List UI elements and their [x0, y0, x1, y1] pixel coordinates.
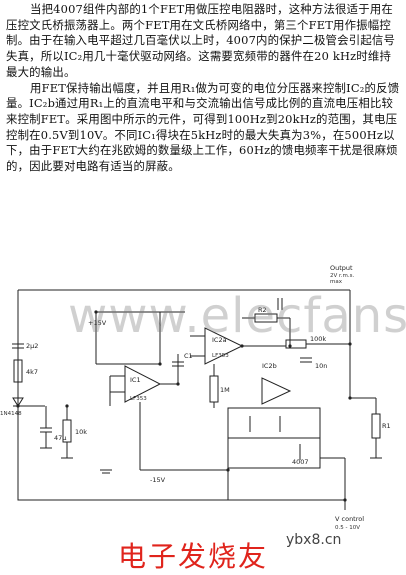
label-output-max: max — [330, 279, 343, 285]
article-text: 当把4007组件内部的1个FET用做压控电阻器时，这种方法很适于用在压控文氏桥振… — [6, 2, 400, 175]
circuit-diagram: Output 2V r.m.s. max 2μ2 4k7 +15V IC2a L… — [0, 258, 406, 533]
label-ic2-part: LF353 — [212, 353, 229, 359]
label-diode: 1N4148 — [0, 411, 22, 417]
label-ic1-part: LF353 — [130, 396, 147, 402]
watermark-site: www.elecfans.com — [68, 288, 406, 344]
label-ic2a: IC2a — [212, 336, 227, 344]
label-r-100k: 100k — [310, 335, 326, 343]
watermark-cn-logo: 电子发烧友 — [118, 540, 269, 573]
paragraph-1: 当把4007组件内部的1个FET用做压控电阻器时，这种方法很适于用在压控文氏桥振… — [6, 2, 396, 79]
circuit-schematic: Output 2V r.m.s. max 2μ2 4k7 +15V IC2a L… — [0, 264, 391, 531]
label-r-4k7: 4k7 — [26, 368, 38, 376]
label-ic2b: IC2b — [262, 362, 277, 370]
label-control-range: 0.5 - 10V — [335, 525, 360, 531]
label-r2: R2 — [258, 306, 267, 314]
label-control: V control — [335, 515, 364, 523]
label-r1: R1 — [382, 422, 391, 430]
label-r-1m: 1M — [220, 386, 230, 394]
label-minus15: -15V — [150, 476, 166, 484]
label-chip-4007: 4007 — [292, 458, 309, 466]
label-c1: C1 — [184, 352, 193, 360]
label-output-level: 2V r.m.s. — [330, 273, 354, 279]
label-output: Output — [330, 264, 353, 272]
label-c-10n: 10n — [315, 362, 327, 370]
label-plus15: +15V — [88, 319, 107, 327]
label-c-47u: 47μ — [54, 434, 66, 442]
label-c-2u2: 2μ2 — [26, 342, 38, 350]
label-r-10k: 10k — [75, 428, 87, 436]
paragraph-2: 用FET保持输出幅度，并且用R₁做为可变的电位分压器来控制IC₂的反馈量。IC₂… — [6, 80, 400, 174]
watermark-ybx: ybx8.cn — [286, 532, 342, 548]
label-ic1: IC1 — [130, 376, 141, 384]
